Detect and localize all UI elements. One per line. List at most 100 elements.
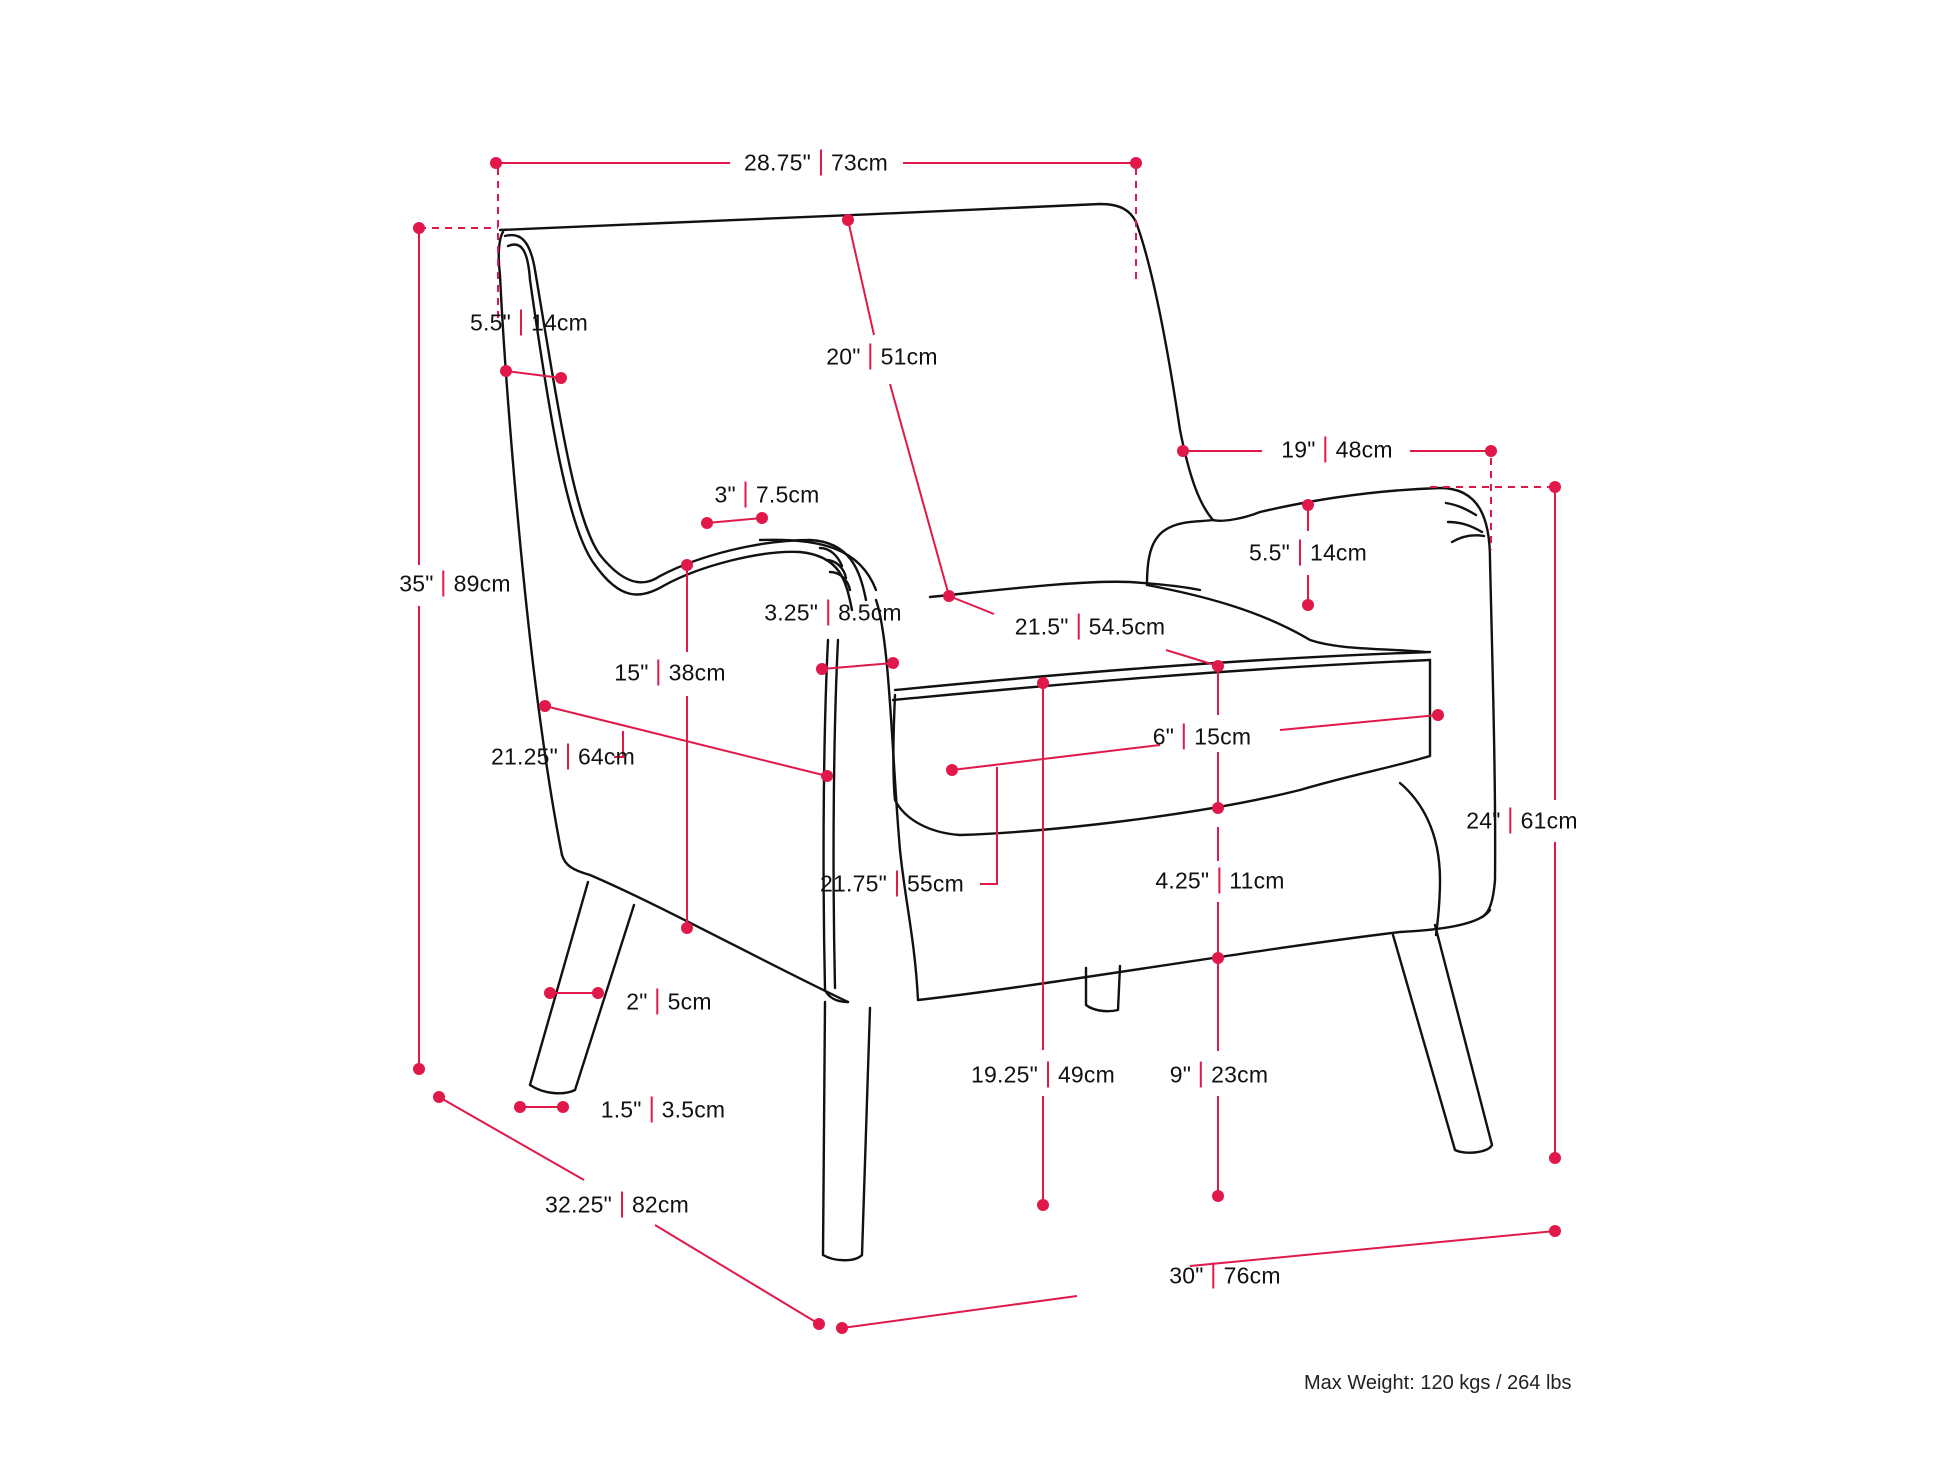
dim-endpoint <box>1212 802 1224 814</box>
dim-endpoint <box>1485 445 1497 457</box>
dim-line-seat-depth-b <box>1165 649 1219 667</box>
dim-line-cushion-a <box>951 744 1161 771</box>
dim-endpoint <box>887 657 899 669</box>
leg-front-right <box>1391 923 1494 1154</box>
dim-endpoint <box>836 1322 848 1334</box>
dim-label-overall-width-top: 28.75"73cm <box>744 149 888 176</box>
separator <box>1298 539 1301 566</box>
separator <box>1509 807 1512 834</box>
separator <box>819 149 822 176</box>
backrest-right <box>1134 220 1215 522</box>
left-arm-front-right <box>874 598 920 1002</box>
max-weight-note: Max Weight: 120 kgs / 264 lbs <box>1304 1372 1572 1394</box>
dim-endpoint <box>500 365 512 377</box>
seat-top <box>928 580 1202 599</box>
separator <box>656 988 659 1015</box>
dim-endpoint <box>946 764 958 776</box>
dim-endpoint <box>756 512 768 524</box>
dim-label-leg-top-width: 2"5cm <box>626 988 712 1015</box>
separator <box>827 599 830 626</box>
dim-label-arm-height-from-seat: 15"38cm <box>614 659 726 686</box>
dim-line-cushion-b <box>1279 714 1439 731</box>
left-arm-front-left2 <box>832 638 840 990</box>
left-arm-inner-2 <box>506 243 854 612</box>
separator <box>519 309 522 336</box>
dim-endpoint <box>539 700 551 712</box>
separator <box>1046 1061 1049 1088</box>
separator <box>744 481 747 508</box>
right-arm-inner <box>1145 518 1215 587</box>
left-arm-back <box>497 230 564 857</box>
cushion-front-top <box>893 650 1432 692</box>
leg-left-back <box>528 880 636 1095</box>
dim-label-side-depth: 21.25"64cm <box>491 743 635 770</box>
dim-label-back-height: 20"51cm <box>826 343 938 370</box>
separator <box>1324 436 1327 463</box>
chair-outline <box>497 202 1497 1262</box>
cushion-front-top2 <box>891 658 1432 702</box>
dim-line-back-height-b <box>889 383 950 597</box>
dim-bracket-side-depth <box>614 731 624 758</box>
dim-endpoint <box>1549 1225 1561 1237</box>
dim-endpoint <box>1177 445 1189 457</box>
dim-line-seat-depth-a <box>948 595 995 615</box>
dim-endpoint <box>1302 499 1314 511</box>
dim-endpoint <box>1302 599 1314 611</box>
dim-endpoint <box>821 770 833 782</box>
dim-label-overall-height: 35"89cm <box>399 570 511 597</box>
dim-endpoint <box>1549 1152 1561 1164</box>
dim-bracket-inner-seat <box>980 767 998 885</box>
dim-line-arm-top-width <box>706 517 763 524</box>
separator <box>1183 723 1186 750</box>
dim-label-back-top-depth: 5.5"14cm <box>470 309 588 336</box>
dim-label-inner-seat-width: 21.75"55cm <box>820 870 964 897</box>
dim-endpoint <box>813 1318 825 1330</box>
dimension-lines <box>413 157 1561 1334</box>
dim-label-arm-to-floor: 24"61cm <box>1466 807 1578 834</box>
right-arm-lower <box>1145 583 1427 654</box>
separator <box>657 659 660 686</box>
dim-label-base-thickness: 4.25"11cm <box>1155 867 1285 894</box>
side-bottom <box>560 853 850 1004</box>
dim-endpoint <box>1432 709 1444 721</box>
dim-label-arm-top-width: 3"7.5cm <box>714 481 820 508</box>
left-arm-front-left <box>822 638 850 1004</box>
dim-label-arm-front-width: 3.25"8.5cm <box>764 599 902 626</box>
dim-line-back-top-depth <box>505 370 562 379</box>
dim-label-seat-height: 19.25"49cm <box>971 1061 1115 1088</box>
dim-label-leg-bottom-width: 1.5"3.5cm <box>600 1096 726 1123</box>
dim-label-overall-width: 30"76cm <box>1169 1262 1281 1289</box>
separator <box>1212 1262 1215 1289</box>
right-arm-ribs <box>1444 501 1486 544</box>
dim-endpoint <box>1549 481 1561 493</box>
dim-label-leg-height: 9"23cm <box>1169 1061 1269 1088</box>
seat-back-right <box>1211 486 1492 562</box>
separator <box>869 343 872 370</box>
arm-ribs <box>818 546 852 592</box>
dim-line-arm-front-width <box>821 662 894 670</box>
dim-label-seat-width: 19"48cm <box>1281 436 1393 463</box>
dim-label-arm-height-right: 5.5"14cm <box>1249 539 1367 566</box>
separator <box>895 870 898 897</box>
separator <box>442 570 445 597</box>
dim-endpoint <box>413 1063 425 1075</box>
dim-endpoint <box>592 987 604 999</box>
dim-endpoint <box>681 559 693 571</box>
dim-endpoint <box>555 372 567 384</box>
separator <box>1077 613 1080 640</box>
dim-label-overall-depth: 32.25"82cm <box>545 1191 689 1218</box>
left-arm-inner-1 <box>503 233 868 602</box>
dim-endpoint <box>490 157 502 169</box>
separator <box>566 743 569 770</box>
backrest-top <box>498 202 1138 232</box>
cushion-front-left <box>892 658 1432 837</box>
dim-endpoint <box>1130 157 1142 169</box>
left-arm-front-top <box>758 538 878 592</box>
leg-back-right <box>1084 964 1122 1013</box>
dim-endpoint <box>701 517 713 529</box>
separator <box>1218 867 1221 894</box>
dim-line-overall-width-b <box>1189 1230 1556 1267</box>
dim-endpoint <box>681 922 693 934</box>
separator <box>620 1191 623 1218</box>
